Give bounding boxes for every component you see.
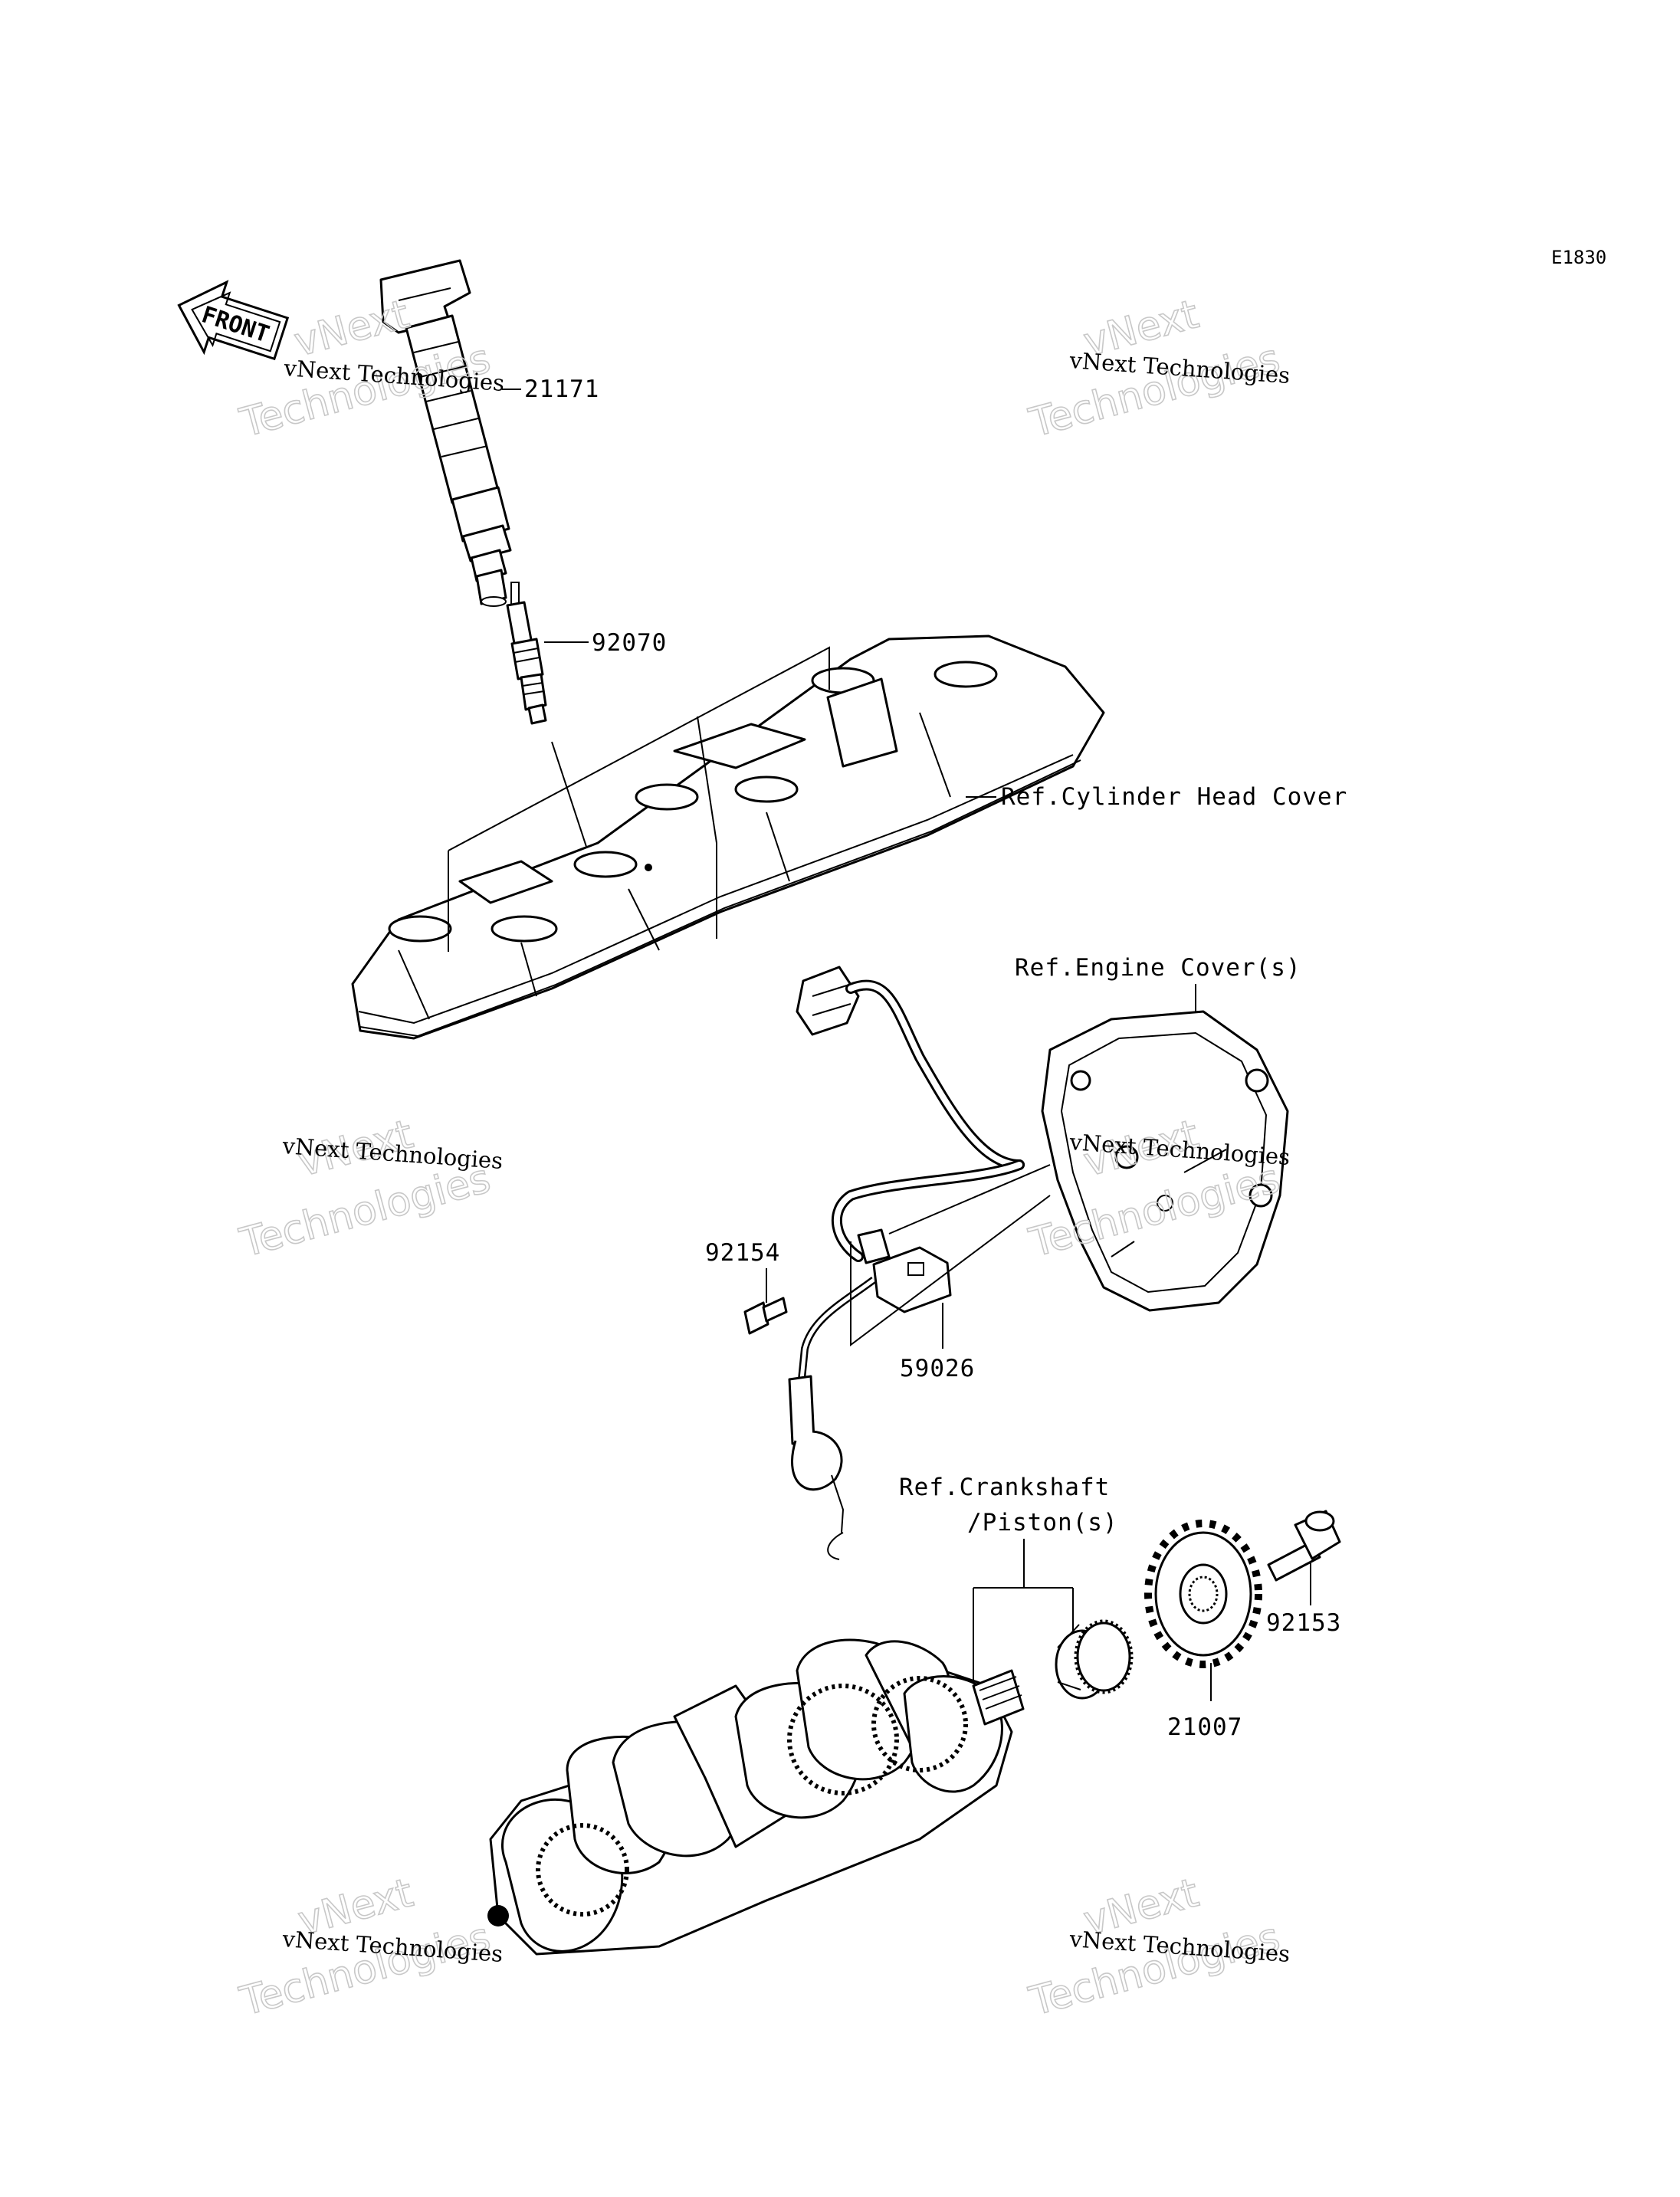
label-crankshaft-line1: Ref.Crankshaft [899,1474,1110,1501]
crankshaft [487,1638,1025,1956]
label-bolt-pickup: 92154 [705,1239,780,1267]
watermark-big-1a: vNext [290,291,414,366]
label-engine-cover: Ref.Engine Cover(s) [1015,954,1301,982]
engine-cover [1041,1010,1289,1312]
label-spark-plug: 92070 [592,629,667,657]
diagram-code: E1830 [1551,247,1606,268]
label-ignition-coil: 21171 [524,375,599,403]
spark-plug [506,582,547,725]
timing-rotor [1144,1520,1262,1668]
pickup-coil-harness [788,966,1025,1560]
crank-gear [1055,1619,1134,1700]
front-arrow-icon: FRONT [177,280,290,361]
label-pickup-coil: 59026 [900,1355,975,1382]
label-crankshaft-line2: /Piston(s) [967,1509,1118,1536]
bolt-92153 [1267,1510,1341,1582]
watermark-big-3b: Technologies [235,1156,495,1267]
bolt-92154 [743,1297,788,1335]
label-timing-rotor: 21007 [1167,1713,1242,1741]
ignition-coil [379,259,512,607]
label-bolt-rotor: 92153 [1266,1609,1341,1637]
cylinder-head-cover [351,635,1105,1040]
label-cylinder-head-cover: Ref.Cylinder Head Cover [1001,783,1347,811]
